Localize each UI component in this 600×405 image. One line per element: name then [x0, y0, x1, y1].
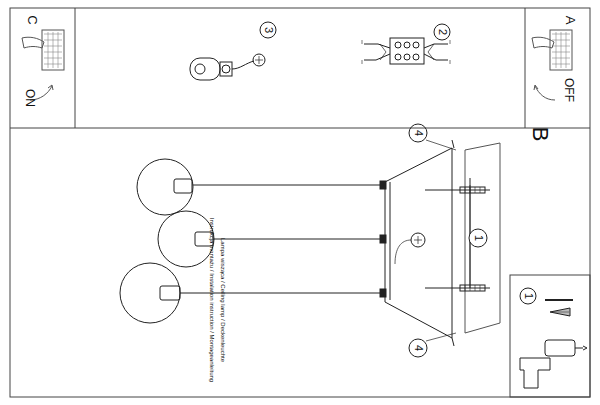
- callout-number: 3: [263, 27, 274, 33]
- callout-circle: [469, 229, 487, 247]
- screw-tip: [452, 140, 454, 346]
- pendant-lamp: [120, 159, 386, 323]
- callout-number: 4: [413, 130, 424, 136]
- ground-wire: [395, 236, 422, 264]
- screw: [425, 187, 490, 291]
- callout-number: 1: [473, 235, 484, 241]
- ceiling: [465, 143, 500, 333]
- divider: [10, 128, 590, 129]
- divider: [525, 8, 526, 128]
- divider: [75, 8, 76, 128]
- panel-box: C ON: [10, 8, 75, 128]
- page-frame: [10, 8, 590, 397]
- title-note: Instrukcja montażu / Instalation instruc…: [209, 218, 215, 382]
- terminal-block: [362, 38, 450, 64]
- callout-number: 4: [413, 345, 424, 351]
- callout-circle: [260, 22, 276, 38]
- switch-state: OFF: [563, 78, 575, 102]
- callout-circle: [409, 124, 427, 142]
- step-letter: B: [529, 127, 551, 142]
- step-letter: A: [564, 16, 577, 25]
- switch-state: ON: [24, 89, 36, 107]
- panel-box: 1: [510, 275, 590, 397]
- drill-and-plug: [520, 300, 587, 388]
- callout-circle: [520, 288, 536, 304]
- title-note: Lampa wisząca / Ceiling lamp / Deckenleu…: [220, 238, 226, 362]
- callout-circle: [434, 24, 450, 40]
- connector-icon: [190, 54, 265, 80]
- step-letter: 1: [523, 293, 534, 299]
- callout-circle: [409, 339, 427, 357]
- panel-box: A OFF: [525, 8, 590, 128]
- mounting-bracket: [390, 182, 391, 300]
- canopy: [385, 148, 452, 338]
- callout-number: 2: [437, 29, 448, 35]
- tool-box: [510, 275, 590, 397]
- step-letter: C: [26, 15, 39, 24]
- leader-line: [426, 140, 470, 341]
